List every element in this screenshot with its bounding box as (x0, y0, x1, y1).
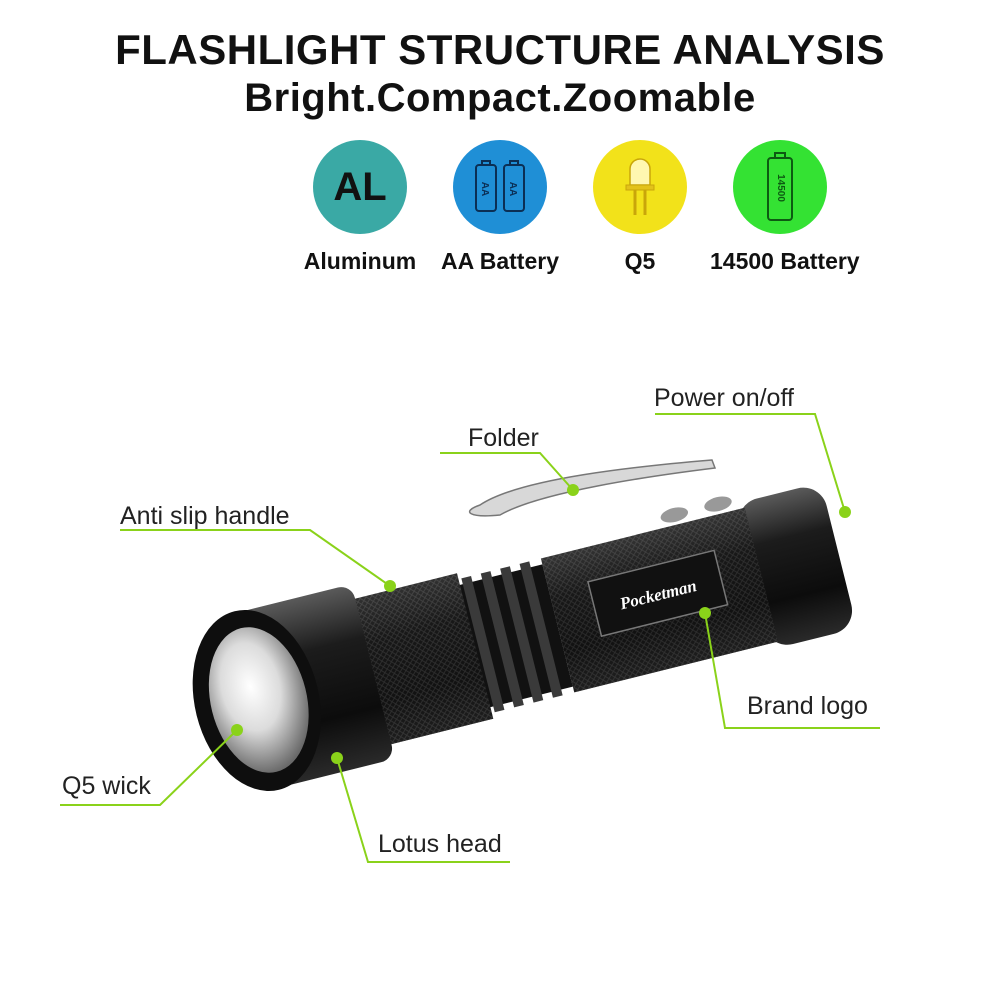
feature-q5: Q5 (570, 140, 710, 275)
switch-button-2 (704, 496, 732, 512)
callout-wick: Q5 wick (62, 772, 151, 800)
callout-lines (60, 413, 880, 863)
feature-q5-label: Q5 (624, 248, 656, 274)
feature-14500-battery-label: 14500 Battery (710, 248, 860, 274)
feature-icons: AL Aluminum AA AA AA Battery Q5 (290, 140, 890, 280)
callout-head: Lotus head (378, 830, 502, 858)
callout-handle: Anti slip handle (120, 502, 290, 530)
callout-power: Power on/off (654, 384, 794, 412)
feature-aa-battery: AA AA AA Battery (430, 140, 570, 275)
aa-battery-svg: AA AA (475, 160, 525, 212)
page-title: FLASHLIGHT STRUCTURE ANALYSIS (115, 26, 885, 73)
14500-battery-icon: 14500 (733, 140, 827, 234)
page-subtitle: Bright.Compact.Zoomable (244, 76, 756, 120)
callout-dots (231, 484, 851, 764)
feature-aluminum: AL Aluminum (290, 140, 430, 275)
switch-button-1 (660, 507, 689, 523)
callout-folder: Folder (468, 424, 539, 452)
cooling-fins (455, 561, 573, 713)
lens (208, 627, 309, 773)
brand-plate (587, 549, 729, 638)
aluminum-badge-text: AL (333, 164, 387, 209)
led-bulb-svg (625, 158, 655, 215)
14500-text: 14500 (775, 174, 786, 202)
callout-logo: Brand logo (747, 692, 868, 720)
led-bulb-icon (593, 140, 687, 234)
aa-battery-icon: AA AA (453, 140, 547, 234)
flashlight-body: Pocketman (192, 487, 853, 791)
feature-aluminum-label: Aluminum (303, 248, 417, 274)
feature-aa-battery-label: AA Battery (440, 248, 559, 274)
feature-14500-battery: 14500 14500 Battery (710, 140, 860, 275)
aa-text-1: AA (479, 182, 490, 196)
aa-text-2: AA (507, 182, 518, 196)
14500-battery-svg: 14500 (767, 152, 793, 221)
aluminum-icon: AL (313, 140, 407, 234)
